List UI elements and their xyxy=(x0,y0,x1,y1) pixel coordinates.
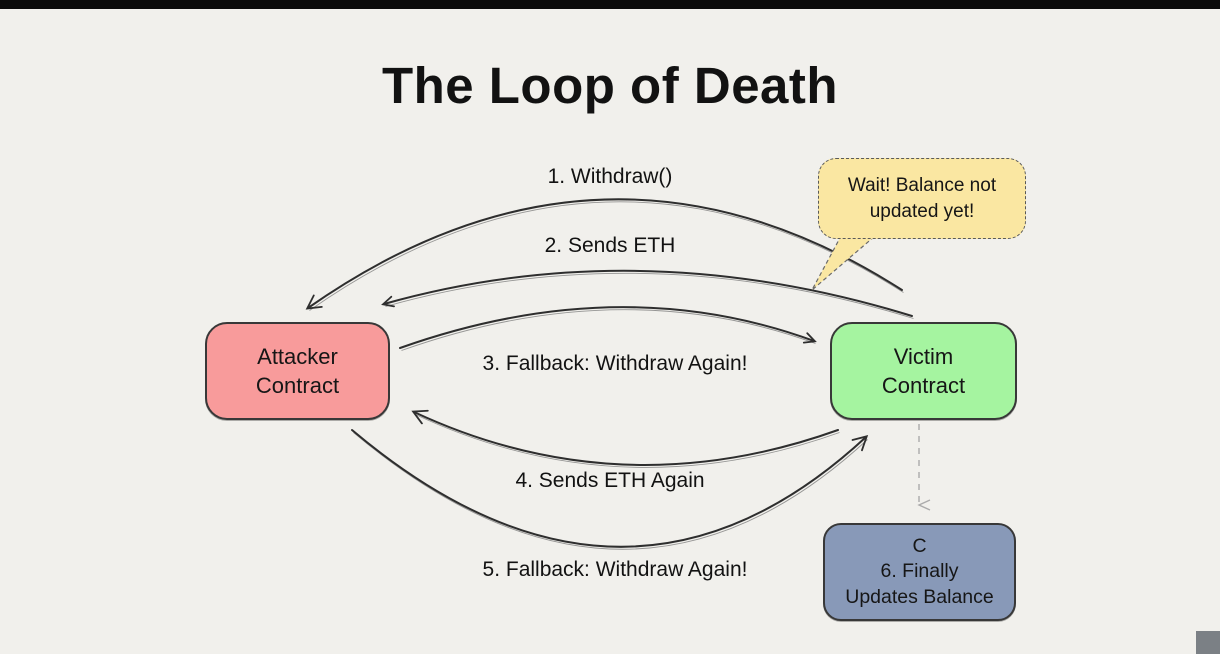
edge-5-fallback-again xyxy=(351,429,869,548)
balance-not-updated-callout: Wait! Balance not updated yet! xyxy=(818,158,1026,239)
attacker-contract-node: Attacker Contract xyxy=(205,322,390,420)
victim-contract-label: Victim Contract xyxy=(881,343,966,398)
edge-label-fallback-withdraw-again: 5. Fallback: Withdraw Again! xyxy=(482,558,748,581)
victim-contract-node: Victim Contract xyxy=(830,322,1017,420)
page-title: The Loop of Death xyxy=(381,57,839,114)
updates-balance-node: C 6. Finally Updates Balance xyxy=(823,523,1016,621)
edge-label-withdraw: 1. Withdraw() xyxy=(547,165,673,188)
callout-tail xyxy=(811,235,877,291)
attacker-contract-label: Attacker Contract xyxy=(255,343,340,398)
corner-gray-square xyxy=(1196,631,1220,654)
callout-text: Wait! Balance not updated yet! xyxy=(847,174,997,222)
edge-1-withdraw xyxy=(305,198,903,310)
edge-4-sends-eth-again xyxy=(411,409,839,466)
edge-label-sends-eth: 2. Sends ETH xyxy=(544,234,676,257)
edge-2-sends-eth xyxy=(381,269,913,317)
updates-balance-label: C 6. Finally Updates Balance xyxy=(845,534,994,608)
edge-label-sends-eth-again: 4. Sends ETH Again xyxy=(515,469,705,492)
edge-3-fallback xyxy=(399,306,817,349)
top-black-bar xyxy=(0,0,1220,9)
edge-label-fallback-withdraw: 3. Fallback: Withdraw Again! xyxy=(482,352,748,375)
